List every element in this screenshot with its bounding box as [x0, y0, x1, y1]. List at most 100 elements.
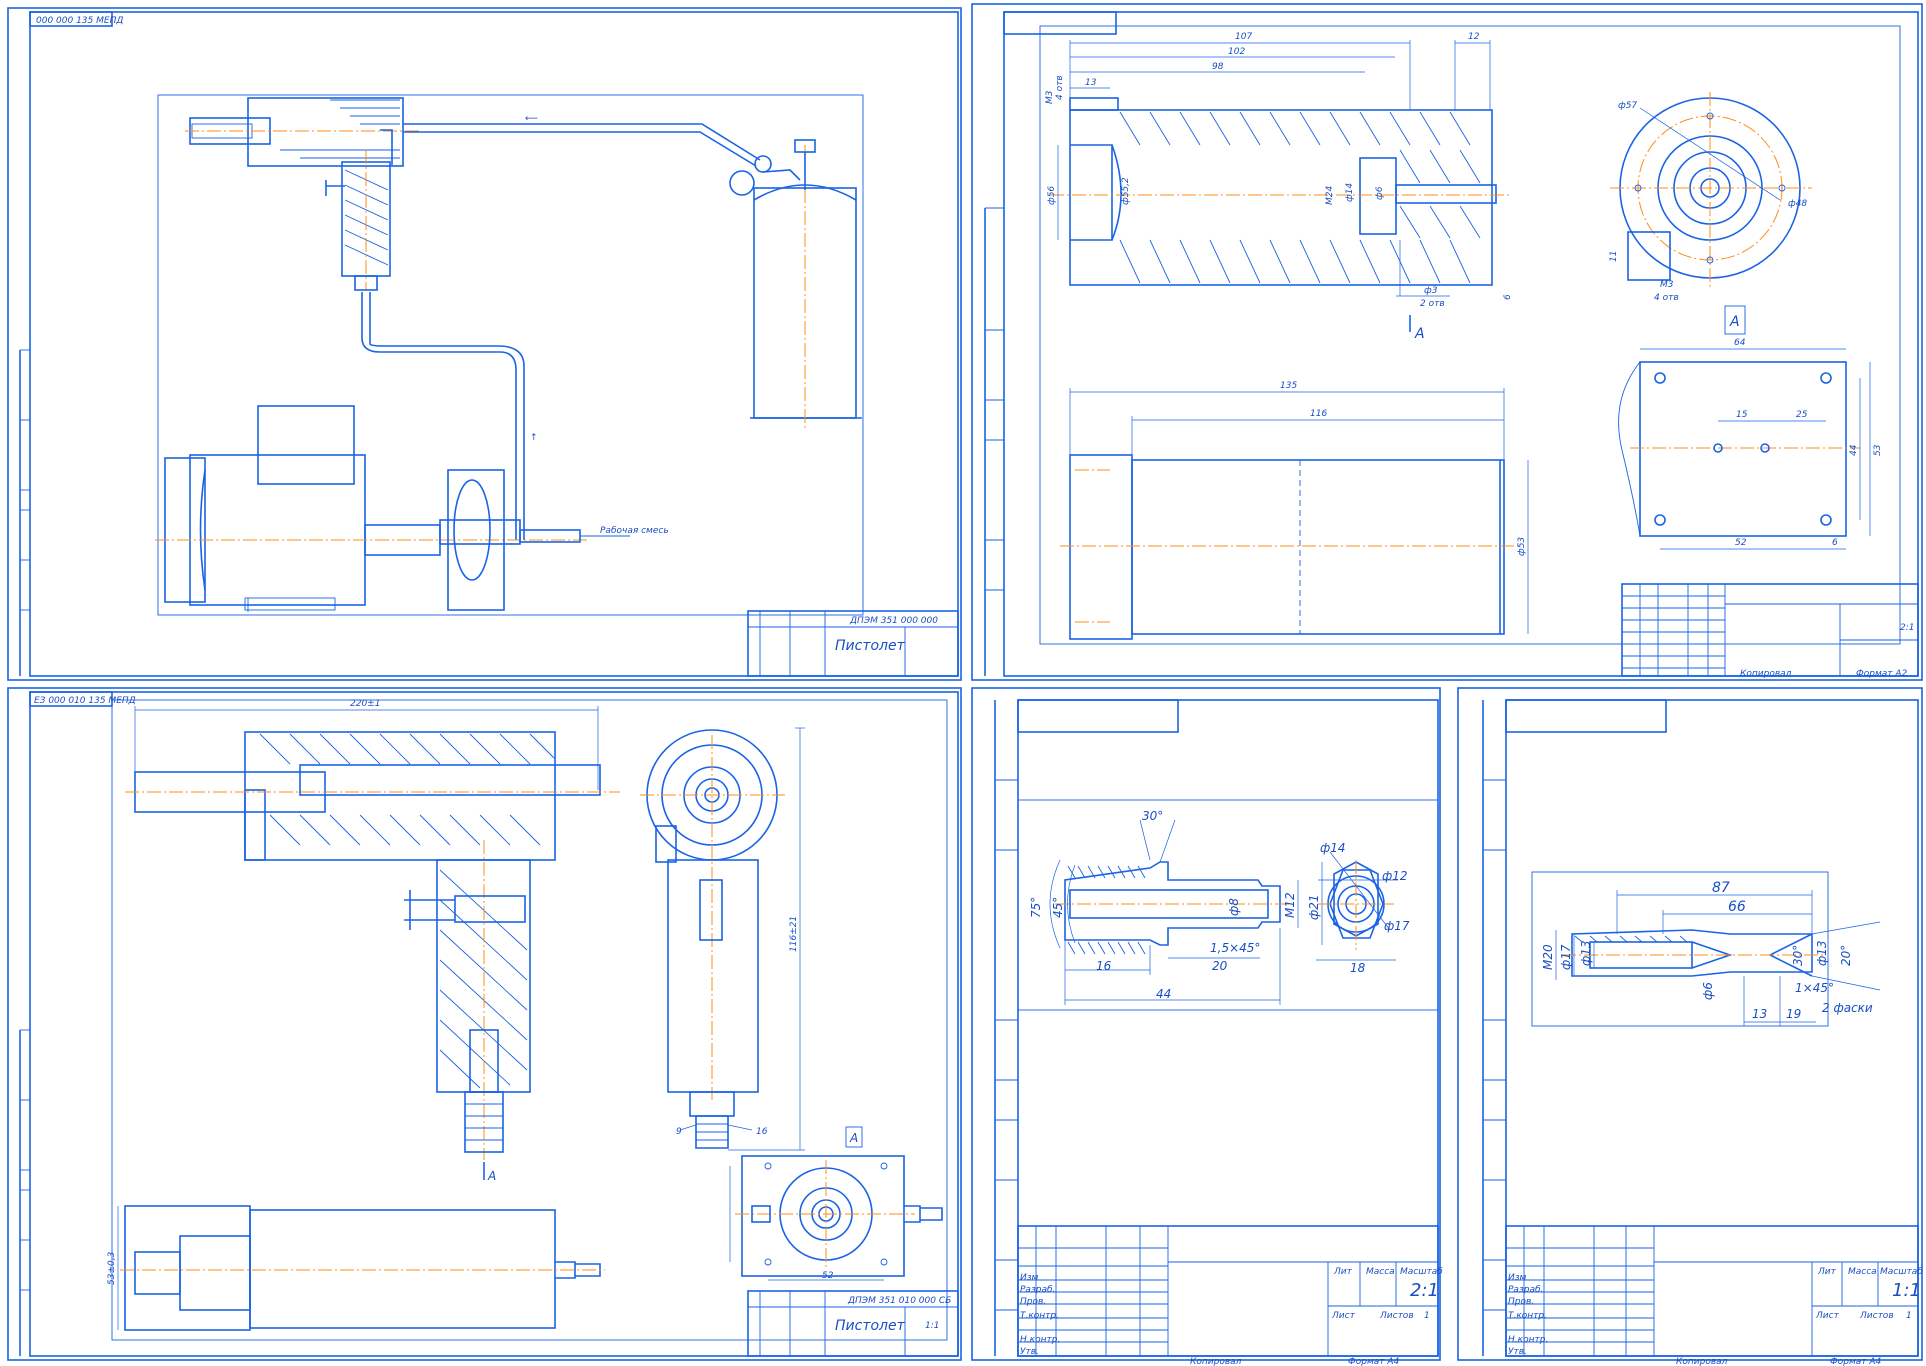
tip-titleblock: Изм Разраб. Пров. Т.контр. Н.контр. Утв.… — [1505, 1225, 1923, 1366]
body-format: Формат А2 — [1856, 669, 1908, 679]
tip-d6: ф6 — [1701, 982, 1715, 1000]
noz-45: 45° — [1051, 897, 1065, 918]
tip-tb-sheet: Лист — [1815, 1311, 1840, 1321]
tip-tb-utv: Утв. — [1508, 1347, 1527, 1357]
body-end-view: ф57 ф48 11 М3 4 отв А — [1609, 92, 1812, 335]
sheet-body: 107 102 98 13 12 М3 4 отв ф56 ф55,2 М24 … — [971, 3, 1923, 681]
noz-tb-tkontr: Т.контр. — [1020, 1311, 1059, 1321]
dim-d11: 11 — [1609, 251, 1619, 262]
dim-25: 25 — [1796, 410, 1808, 420]
tip-13: 13 — [1752, 1007, 1767, 1021]
tip-tb-one: 1 — [1906, 1311, 1912, 1321]
noz-d21: ф21 — [1307, 894, 1321, 920]
nozzle-titleblock: Изм Разраб. Пров. Т.контр. Н.контр. Утв.… — [1017, 1225, 1443, 1366]
dim-d6-end: 6 — [1503, 294, 1513, 300]
dim-15: 15 — [1736, 410, 1748, 420]
dim-d6: ф6 — [1375, 186, 1385, 200]
noz-tb-sheet: Лист — [1331, 1311, 1356, 1321]
tip-d13b: ф13 — [1815, 940, 1829, 966]
sub-arrow-a: А — [487, 1169, 496, 1183]
sheet-subassembly: ЕЗ 000 010 135 МЕПД 220±1 А — [7, 687, 962, 1361]
dim-4otv-end: 4 отв — [1654, 293, 1679, 303]
sub-view-a: А — [849, 1131, 858, 1145]
nozzle-hex-view: ф14 ф12 ф17 18 — [1316, 841, 1410, 975]
section-arrow-a: А — [1414, 326, 1425, 342]
noz-d8: ф8 — [1227, 898, 1241, 916]
gun-head — [185, 97, 420, 291]
sub-dim-top: 220±1 — [350, 699, 380, 709]
tip-tb-scale: 1:1 — [1892, 1280, 1921, 1301]
noz-tb-masshtab: Масштаб — [1400, 1267, 1443, 1277]
noz-20: 20 — [1212, 959, 1228, 973]
tip-30: 30° — [1791, 945, 1805, 966]
assembly-title-name: Пистолет — [835, 638, 906, 654]
noz-75: 75° — [1029, 897, 1043, 918]
noz-tb-massa: Масса — [1366, 1267, 1395, 1277]
noz-tb-prov: Пров. — [1020, 1297, 1046, 1307]
noz-d14: ф14 — [1320, 841, 1346, 855]
dim-4otv-top: 4 отв — [1055, 75, 1065, 100]
noz-tb-copy: Копировал — [1190, 1357, 1242, 1366]
subassembly-section: 220±1 А — [125, 699, 620, 1183]
dim-2otv: 2 отв — [1420, 299, 1445, 309]
noz-tb-sheets: Листов — [1379, 1311, 1414, 1321]
body-side-view: 135 116 ф53 — [1060, 381, 1529, 640]
tip-d17: ф17 — [1559, 944, 1573, 970]
assembly-title-code: ДПЭМ 351 000 000 — [849, 616, 938, 626]
dim-m3-top: М3 — [1045, 90, 1055, 104]
tip-tb-izm: Изм — [1508, 1273, 1527, 1283]
tip-tb-prov: Пров. — [1508, 1297, 1534, 1307]
dim-102: 102 — [1228, 47, 1245, 57]
dim-d53: ф53 — [1517, 537, 1527, 556]
sub-dim-16: 16 — [756, 1127, 768, 1137]
subassembly-side-view: 116±21 9 16 — [640, 727, 805, 1151]
dim-m24: М24 — [1325, 186, 1335, 205]
noz-44: 44 — [1156, 987, 1171, 1001]
dim-52: 52 — [1735, 538, 1747, 548]
noz-tb-razrab: Разраб. — [1020, 1285, 1055, 1295]
tip-tb-massa: Масса — [1848, 1267, 1877, 1277]
dim-d48: ф48 — [1788, 199, 1807, 209]
gas-cylinder — [729, 139, 862, 430]
blower: Рабочая смесь — [439, 469, 669, 611]
noz-chamfer: 1,5×45° — [1210, 941, 1260, 955]
tip-tb-sheets: Листов — [1859, 1311, 1894, 1321]
dim-98: 98 — [1212, 62, 1224, 72]
dim-m3-end: М3 — [1660, 280, 1674, 290]
dim-d14: ф14 — [1345, 183, 1355, 202]
noz-tb-izm: Изм — [1020, 1273, 1039, 1283]
noz-d17: ф17 — [1384, 919, 1410, 933]
sub-dim-53: 53±0,3 — [107, 1251, 117, 1285]
nozzle-profile: 30° 75° 45° ф8 М12 ф21 1,5×45° 20 16 44 — [1029, 809, 1323, 1005]
tip-66: 66 — [1728, 899, 1746, 915]
noz-tb-one: 1 — [1424, 1311, 1430, 1321]
assembly-titleblock: ДПЭМ 351 000 000 Пистолет — [747, 610, 959, 677]
body-titleblock: 2:1 Копировал Формат А2 — [1621, 583, 1919, 679]
dim-13: 13 — [1085, 78, 1097, 88]
dim-d3: ф3 — [1424, 286, 1438, 296]
tip-d13: ф13 — [1579, 940, 1593, 966]
body-section-view: 107 102 98 13 12 М3 4 отв ф56 ф55,2 М24 … — [1045, 32, 1513, 342]
noz-tb-format: Формат А4 — [1348, 1357, 1400, 1366]
dim-12: 12 — [1468, 32, 1480, 42]
subassembly-long-view: 53±0,3 — [107, 1205, 605, 1331]
dim-53-plate: 53 — [1873, 444, 1883, 456]
noz-tb-lit: Лит — [1333, 1267, 1353, 1277]
tip-profile: 87 66 М20 ф17 ф13 30° ф13 20° ф6 13 19 1… — [1541, 880, 1881, 1026]
tip-tb-copy: Копировал — [1676, 1357, 1728, 1366]
tip-20: 20° — [1839, 945, 1853, 966]
dim-d552: ф55,2 — [1121, 177, 1131, 205]
noz-18: 18 — [1350, 961, 1366, 975]
tip-m20: М20 — [1541, 944, 1555, 970]
sub-title-code: ДПЭМ 351 010 000 СБ — [847, 1296, 951, 1306]
dim-107: 107 — [1235, 32, 1252, 42]
sheet-nozzle: 30° 75° 45° ф8 М12 ф21 1,5×45° 20 16 44 … — [971, 687, 1443, 1366]
tip-87: 87 — [1712, 880, 1730, 896]
tip-tb-nkontr: Н.контр. — [1508, 1335, 1548, 1345]
noz-m12: М12 — [1283, 892, 1297, 918]
subassembly-code: ЕЗ 000 010 135 МЕПД — [34, 696, 136, 706]
sheet-tip: 87 66 М20 ф17 ф13 30° ф13 20° ф6 13 19 1… — [1457, 687, 1923, 1366]
body-view-a: 64 15 25 52 6 44 53 — [1618, 338, 1883, 550]
noz-16: 16 — [1096, 959, 1112, 973]
